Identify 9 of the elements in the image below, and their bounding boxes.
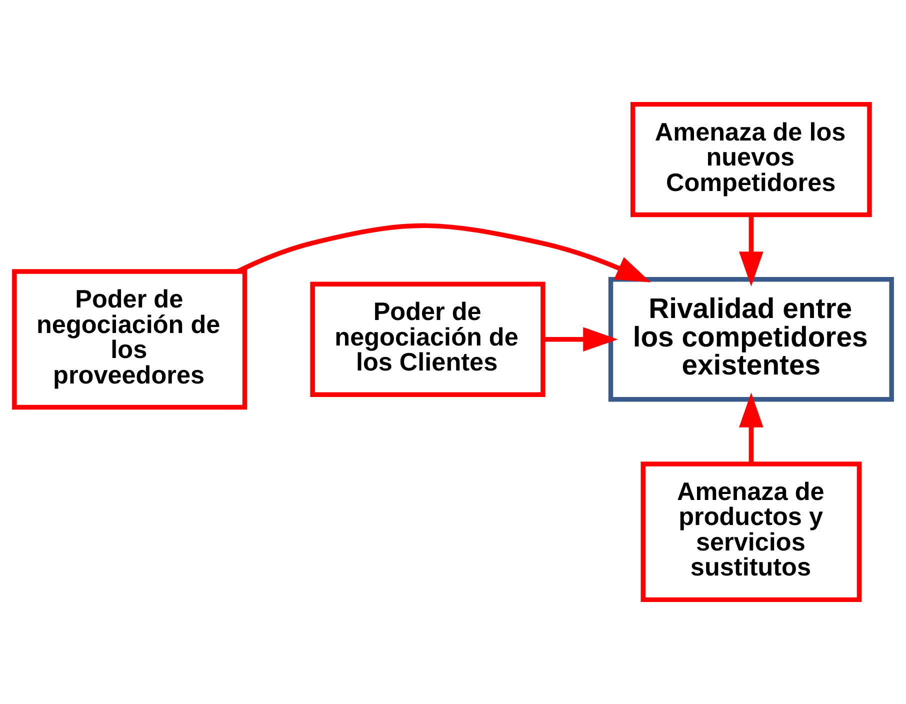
arrow (739, 392, 764, 464)
node-box: Rivalidad entre los competidores existentes (608, 277, 894, 402)
arrow (739, 215, 764, 286)
node-box: Amenaza de los nuevos Competidores (630, 102, 872, 218)
arrow (543, 327, 618, 352)
node-box: Poder de negociación de los proveedores (12, 269, 248, 410)
arrow (236, 223, 651, 282)
node-box: Poder de negociación de los Clientes (310, 282, 546, 397)
node-box: Amenaza de productos y servicios sustitutos (640, 462, 862, 602)
